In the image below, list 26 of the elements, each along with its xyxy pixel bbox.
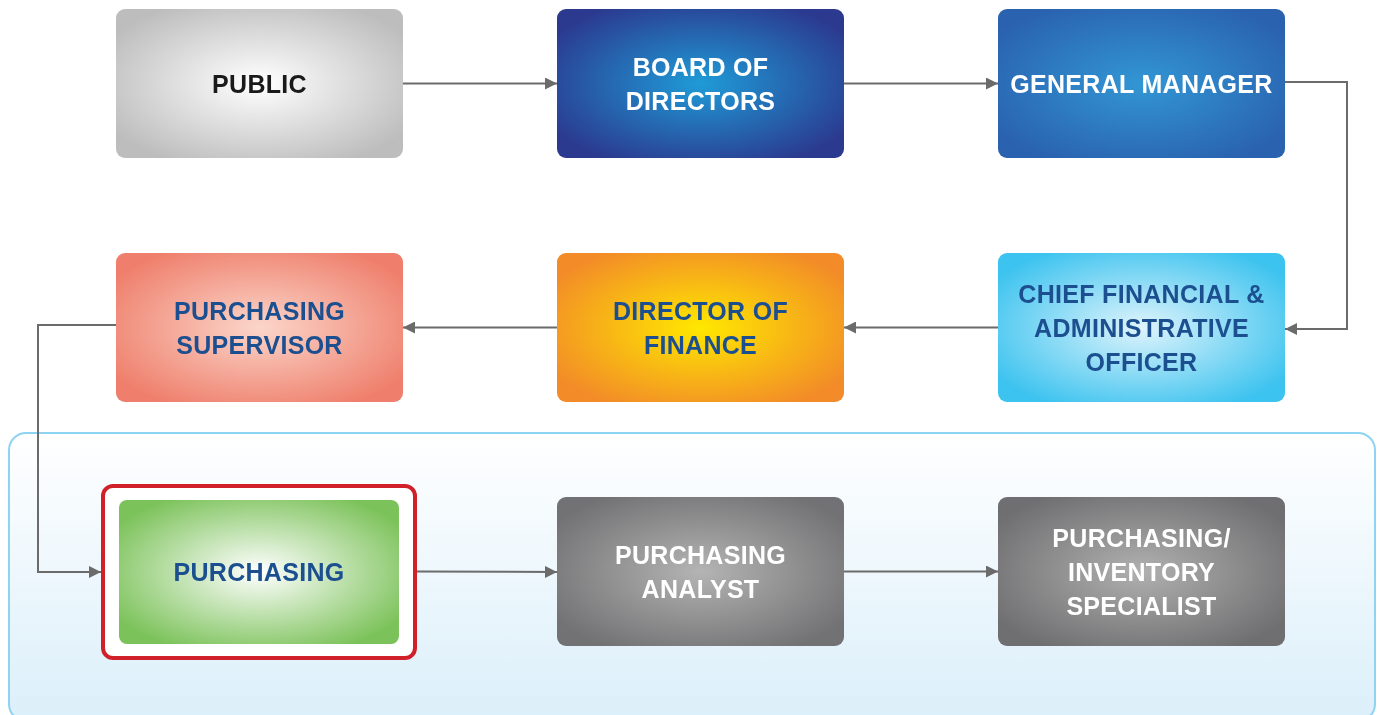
arrow — [402, 77, 558, 90]
arrow — [1284, 81, 1348, 335]
role-box — [116, 253, 403, 402]
role-box — [557, 9, 844, 158]
role-label: CHIEF FINANCIAL & ADMINISTRATIVE OFFICER — [1017, 278, 1266, 378]
role-box — [998, 9, 1285, 158]
role-box — [116, 9, 403, 158]
role-label: GENERAL MANAGER — [1009, 68, 1274, 100]
role-box — [557, 497, 844, 646]
role-label: PURCHASING/ INVENTORY SPECIALIST — [1051, 522, 1232, 622]
role-label: PUBLIC — [211, 68, 308, 100]
arrow — [843, 565, 999, 578]
arrow — [416, 565, 558, 578]
arrow — [843, 321, 999, 334]
role-label: PURCHASING ANALYST — [613, 539, 788, 605]
role-label: DIRECTOR OF FINANCE — [611, 295, 790, 361]
arrow — [843, 77, 999, 90]
role-label: PURCHASING — [172, 557, 346, 588]
role-label: BOARD OF DIRECTORS — [624, 51, 777, 117]
role-box — [557, 253, 844, 402]
highlighted-role-box — [101, 484, 417, 660]
role-box — [998, 253, 1285, 402]
arrow — [402, 321, 558, 334]
role-label: PURCHASING SUPERVISOR — [172, 295, 347, 361]
role-box — [998, 497, 1285, 646]
arrow — [37, 324, 117, 578]
